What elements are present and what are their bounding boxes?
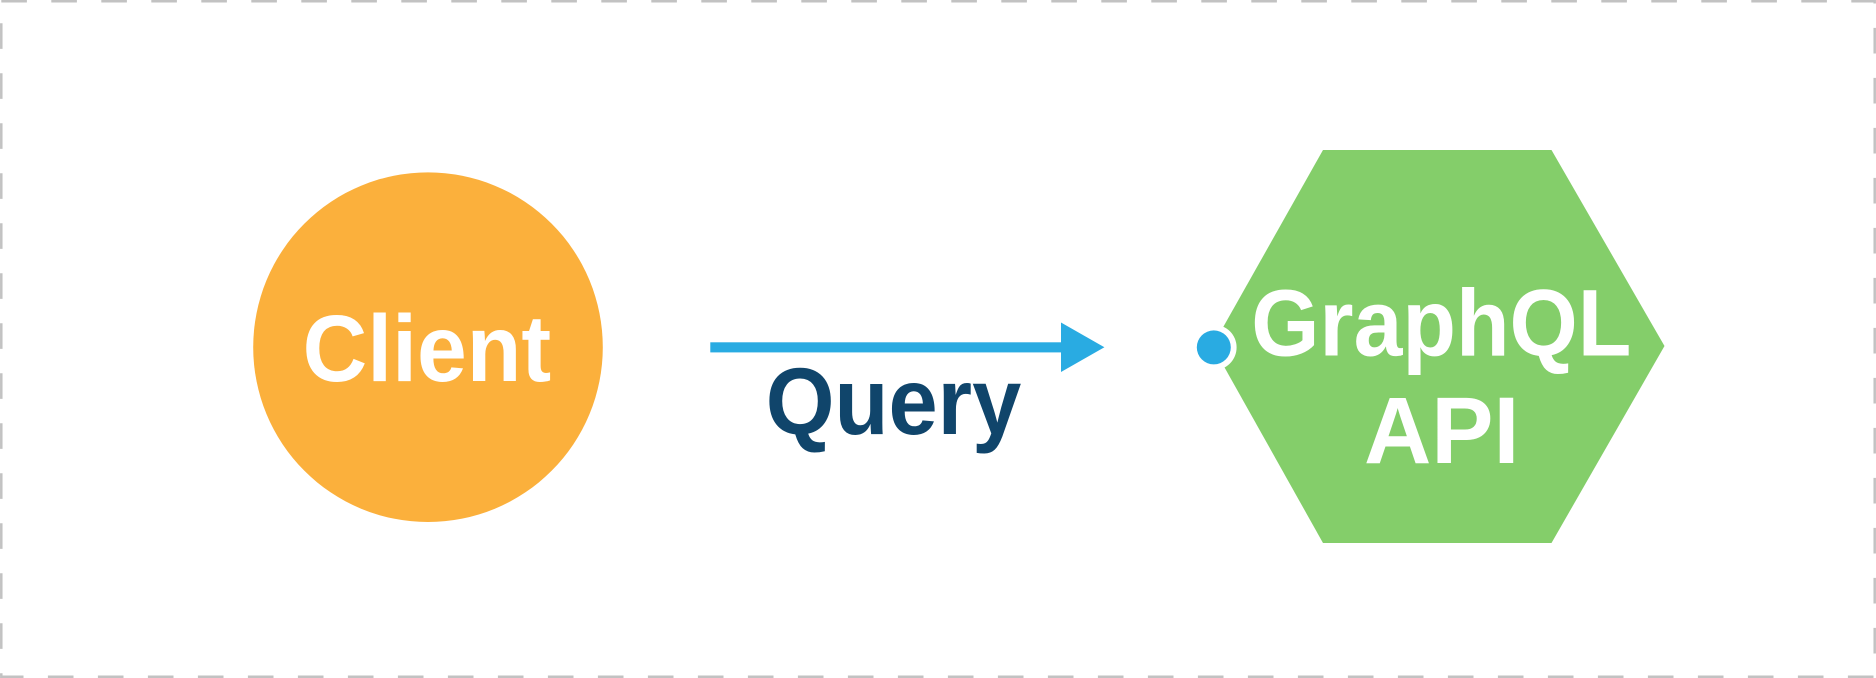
svg-text:Query: Query	[766, 349, 1022, 455]
svg-text:GraphQL: GraphQL	[1251, 271, 1631, 377]
svg-text:Client: Client	[303, 296, 552, 402]
svg-text:API: API	[1364, 378, 1520, 484]
